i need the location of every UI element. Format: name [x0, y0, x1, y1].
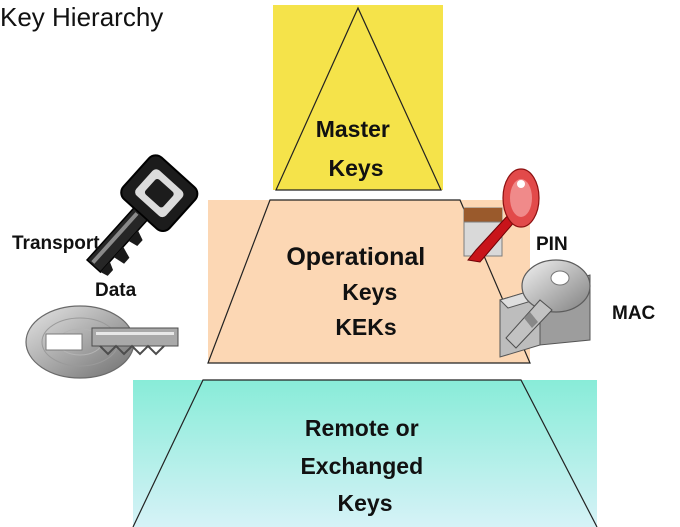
transport-label: Transport [12, 233, 100, 254]
operational-keys-trapezoid-outline [207, 199, 531, 364]
red-key-icon [463, 168, 540, 263]
remote-keys-box [133, 380, 597, 527]
operational-keys-line-2: Keys [342, 279, 397, 305]
svg-text:Remote or Exchanged: Remote or Exchanged Keys [300, 415, 429, 516]
silver-key-icon [499, 259, 591, 358]
remote-keys-line-3: Keys [338, 490, 393, 516]
operational-keys-line-3: KEKs [335, 314, 396, 340]
svg-text:Operational Keys K: Operational Keys KEKs [286, 243, 429, 340]
remote-keys-tier: Remote or Exchanged Keys [132, 379, 598, 527]
master-keys-box [273, 5, 443, 190]
gray-key-icon [25, 305, 179, 379]
pin-label: PIN [536, 234, 568, 255]
operational-keys-line-1: Operational [286, 243, 425, 271]
remote-keys-trapezoid-outline [132, 379, 598, 527]
remote-keys-line-2: Exchanged [300, 453, 423, 479]
data-label: Data [95, 280, 137, 301]
master-keys-line-1: Master [316, 116, 390, 142]
master-keys-tier: Master Keys [273, 5, 443, 191]
mac-label: MAC [612, 303, 656, 324]
page-title: Key Hierarchy [0, 2, 164, 32]
master-keys-triangle-outline [275, 6, 442, 191]
master-keys-line-2: Keys [329, 155, 384, 181]
remote-keys-line-1: Remote or [305, 415, 419, 441]
black-key-icon [85, 154, 199, 276]
svg-text:Master Keys: Master Keys [316, 116, 397, 181]
